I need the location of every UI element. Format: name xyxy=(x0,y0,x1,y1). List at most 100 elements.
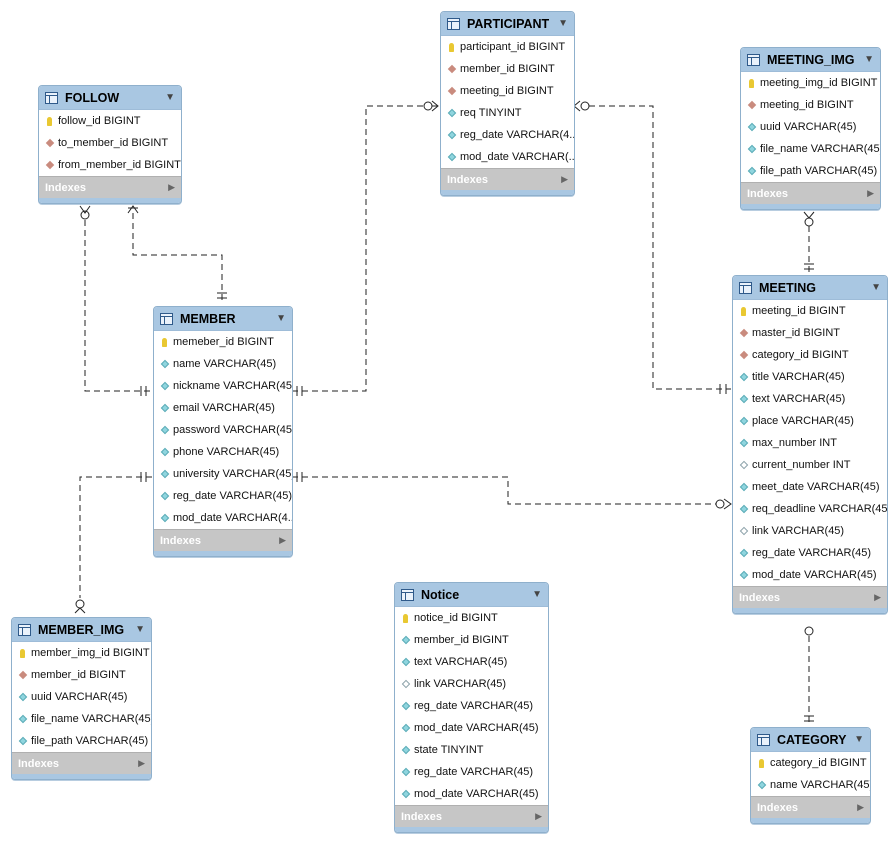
column-row[interactable]: notice_id BIGINT xyxy=(395,607,548,629)
table-header[interactable]: MEMBER_IMG ▼ xyxy=(12,618,151,642)
column-row[interactable]: text VARCHAR(45) xyxy=(395,651,548,673)
column-row[interactable]: category_id BIGINT xyxy=(733,344,887,366)
collapse-triangle-icon[interactable]: ▼ xyxy=(165,92,175,103)
column-row[interactable]: uuid VARCHAR(45) xyxy=(12,686,151,708)
table-header[interactable]: MEETING ▼ xyxy=(733,276,887,300)
column-row[interactable]: file_name VARCHAR(45) xyxy=(12,708,151,730)
indexes-section[interactable]: Indexes▶ xyxy=(395,805,548,827)
table-meeting[interactable]: MEETING ▼ meeting_id BIGINT master_id BIG… xyxy=(732,275,888,614)
table-header[interactable]: MEMBER ▼ xyxy=(154,307,292,331)
column-row[interactable]: reg_date VARCHAR(45) xyxy=(154,485,292,507)
column-row[interactable]: link VARCHAR(45) xyxy=(395,673,548,695)
column-row[interactable]: password VARCHAR(45) xyxy=(154,419,292,441)
column-row[interactable]: mod_date VARCHAR(45) xyxy=(733,564,887,586)
relationship-member-memberimg xyxy=(79,476,152,598)
expand-arrow-icon[interactable]: ▶ xyxy=(857,802,864,812)
column-row[interactable]: max_number INT xyxy=(733,432,887,454)
column-row[interactable]: file_path VARCHAR(45) xyxy=(12,730,151,752)
collapse-triangle-icon[interactable]: ▼ xyxy=(864,54,874,65)
collapse-triangle-icon[interactable]: ▼ xyxy=(532,589,542,600)
column-row[interactable]: title VARCHAR(45) xyxy=(733,366,887,388)
column-row[interactable]: reg_date VARCHAR(45) xyxy=(395,695,548,717)
column-row[interactable]: meeting_id BIGINT xyxy=(441,80,574,102)
column-row[interactable]: reg_date VARCHAR(4... xyxy=(441,124,574,146)
indexes-section[interactable]: Indexes▶ xyxy=(741,182,880,204)
indexes-section[interactable]: Indexes▶ xyxy=(751,796,870,818)
column-row[interactable]: participant_id BIGINT xyxy=(441,36,574,58)
column-icon xyxy=(400,745,411,755)
indexes-section[interactable]: Indexes▶ xyxy=(733,586,887,608)
column-row[interactable]: text VARCHAR(45) xyxy=(733,388,887,410)
column-row[interactable]: name VARCHAR(45) xyxy=(751,774,870,796)
column-row[interactable]: member_img_id BIGINT xyxy=(12,642,151,664)
column-row[interactable]: meet_date VARCHAR(45) xyxy=(733,476,887,498)
column-row[interactable]: name VARCHAR(45) xyxy=(154,353,292,375)
column-row[interactable]: mod_date VARCHAR(45) xyxy=(395,717,548,739)
column-row[interactable]: category_id BIGINT xyxy=(751,752,870,774)
column-row[interactable]: req_deadline VARCHAR(45) xyxy=(733,498,887,520)
column-row[interactable]: university VARCHAR(45) xyxy=(154,463,292,485)
column-row[interactable]: file_name VARCHAR(45) xyxy=(741,138,880,160)
column-row[interactable]: link VARCHAR(45) xyxy=(733,520,887,542)
table-header[interactable]: FOLLOW ▼ xyxy=(39,86,181,110)
column-row[interactable]: phone VARCHAR(45) xyxy=(154,441,292,463)
expand-arrow-icon[interactable]: ▶ xyxy=(867,188,874,198)
column-row[interactable]: current_number INT xyxy=(733,454,887,476)
expand-arrow-icon[interactable]: ▶ xyxy=(279,535,286,545)
collapse-triangle-icon[interactable]: ▼ xyxy=(276,313,286,324)
column-row[interactable]: master_id BIGINT xyxy=(733,322,887,344)
column-row[interactable]: reg_date VARCHAR(45) xyxy=(733,542,887,564)
column-label: link VARCHAR(45) xyxy=(414,678,507,690)
column-row[interactable]: member_id BIGINT xyxy=(395,629,548,651)
column-row[interactable]: mod_date VARCHAR(45) xyxy=(395,783,548,805)
collapse-triangle-icon[interactable]: ▼ xyxy=(854,734,864,745)
indexes-section[interactable]: Indexes▶ xyxy=(441,168,574,190)
column-row[interactable]: member_id BIGINT xyxy=(12,664,151,686)
column-row[interactable]: meeting_id BIGINT xyxy=(733,300,887,322)
expand-arrow-icon[interactable]: ▶ xyxy=(535,811,542,821)
expand-arrow-icon[interactable]: ▶ xyxy=(138,758,145,768)
expand-arrow-icon[interactable]: ▶ xyxy=(874,592,881,602)
table-header[interactable]: MEETING_IMG ▼ xyxy=(741,48,880,72)
table-header[interactable]: PARTICIPANT ▼ xyxy=(441,12,574,36)
column-row[interactable]: meeting_img_id BIGINT xyxy=(741,72,880,94)
column-row[interactable]: memeber_id BIGINT xyxy=(154,331,292,353)
column-row[interactable]: from_member_id BIGINT xyxy=(39,154,181,176)
column-row[interactable]: email VARCHAR(45) xyxy=(154,397,292,419)
column-row[interactable]: to_member_id BIGINT xyxy=(39,132,181,154)
column-row[interactable]: nickname VARCHAR(45) xyxy=(154,375,292,397)
column-row[interactable]: req TINYINT xyxy=(441,102,574,124)
column-row[interactable]: meeting_id BIGINT xyxy=(741,94,880,116)
expand-arrow-icon[interactable]: ▶ xyxy=(561,174,568,184)
column-icon xyxy=(400,701,411,711)
column-row[interactable]: mod_date VARCHAR(... xyxy=(441,146,574,168)
table-header[interactable]: CATEGORY ▼ xyxy=(751,728,870,752)
expand-arrow-icon[interactable]: ▶ xyxy=(168,182,175,192)
collapse-triangle-icon[interactable]: ▼ xyxy=(871,282,881,293)
column-row[interactable]: state TINYINT xyxy=(395,739,548,761)
column-label: meeting_id BIGINT xyxy=(752,305,846,317)
collapse-triangle-icon[interactable]: ▼ xyxy=(135,624,145,635)
collapse-triangle-icon[interactable]: ▼ xyxy=(558,18,568,29)
column-label: text VARCHAR(45) xyxy=(752,393,846,405)
column-row[interactable]: uuid VARCHAR(45) xyxy=(741,116,880,138)
column-row[interactable]: mod_date VARCHAR(4... xyxy=(154,507,292,529)
table-header[interactable]: Notice ▼ xyxy=(395,583,548,607)
column-row[interactable]: reg_date VARCHAR(45) xyxy=(395,761,548,783)
column-row[interactable]: member_id BIGINT xyxy=(441,58,574,80)
column-row[interactable]: file_path VARCHAR(45) xyxy=(741,160,880,182)
indexes-section[interactable]: Indexes▶ xyxy=(12,752,151,774)
column-row[interactable]: follow_id BIGINT xyxy=(39,110,181,132)
column-row[interactable]: place VARCHAR(45) xyxy=(733,410,887,432)
table-name: CATEGORY xyxy=(777,732,847,747)
indexes-section[interactable]: Indexes▶ xyxy=(154,529,292,551)
foreign-key-icon xyxy=(446,86,457,96)
indexes-section[interactable]: Indexes▶ xyxy=(39,176,181,198)
